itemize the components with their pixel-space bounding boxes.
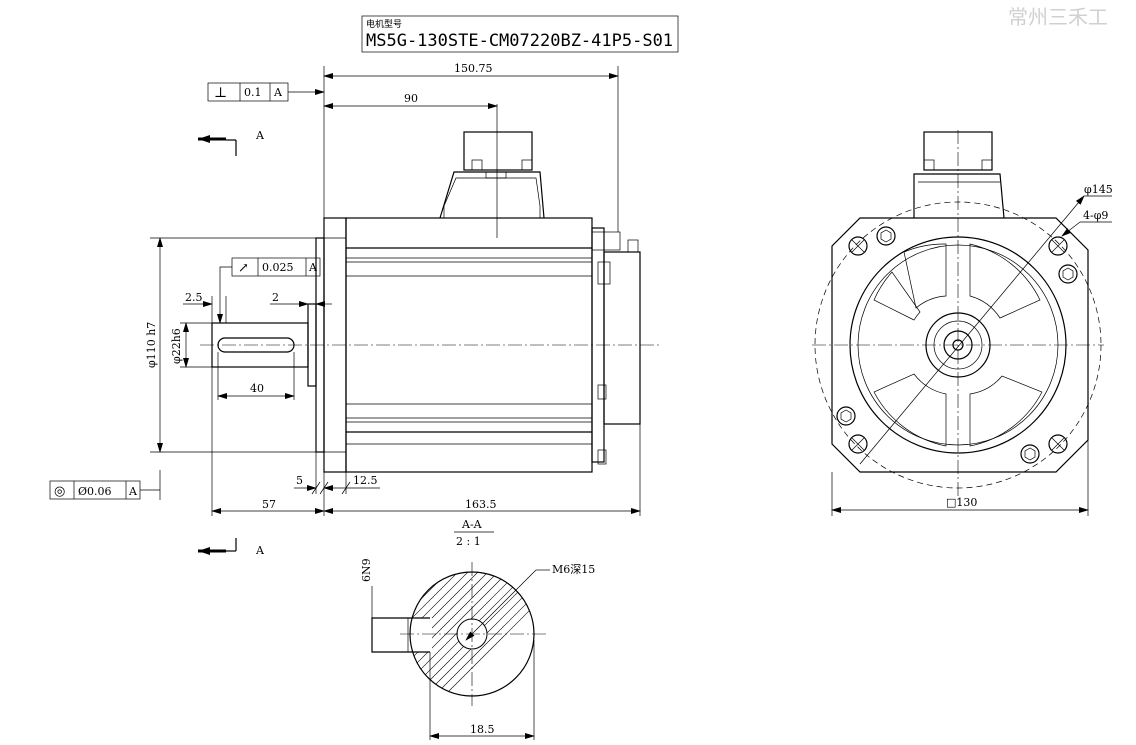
section-scale: 2 : 1 <box>456 535 481 548</box>
svg-text:0.1: 0.1 <box>244 86 262 99</box>
watermark: 常州三禾工 <box>1008 5 1108 29</box>
section-hatch <box>410 572 534 696</box>
dim-5-12-5: 5 12.5 <box>294 452 380 495</box>
dim-pilot-dia: φ110 h7 <box>145 237 316 453</box>
key-depth-dim: 18.5 <box>470 723 495 736</box>
connector <box>439 131 545 219</box>
svg-text:2: 2 <box>272 291 279 304</box>
title-block: 电机型号 MS5G-130STE-CM07220BZ-41P5-S01 <box>361 15 679 53</box>
bolt-circle <box>814 201 1102 489</box>
dim-2-5: 2.5 <box>183 291 227 323</box>
svg-text:5: 5 <box>296 474 303 487</box>
svg-text:150.75: 150.75 <box>454 62 493 75</box>
svg-text:163.5: 163.5 <box>465 498 497 511</box>
key <box>371 617 430 653</box>
encoder-cover <box>603 251 641 425</box>
svg-text:90: 90 <box>404 92 418 105</box>
dim-40: 40 <box>217 352 295 400</box>
key-width-dim: 6N9 <box>360 558 373 582</box>
gdt-concentricity: ◎ Ø0.06 A <box>49 470 161 500</box>
thread-callout: M6深15 <box>552 563 595 576</box>
section-title: A-A <box>461 518 483 531</box>
dim-2: 2 <box>270 291 332 307</box>
svg-text:40: 40 <box>250 382 264 395</box>
title-label: 电机型号 <box>366 18 402 30</box>
runout-icon: ↗ <box>238 261 249 276</box>
bolt-holes <box>848 236 1068 454</box>
section-label-bottom: A <box>255 544 265 557</box>
svg-text:A: A <box>273 86 283 99</box>
shaft-keyway <box>217 337 295 353</box>
gdt-perpendicularity: ⊥ 0.1 A <box>207 82 325 102</box>
svg-text:2.5: 2.5 <box>185 291 203 304</box>
model-number: MS5G-130STE-CM07220BZ-41P5-S01 <box>366 31 673 51</box>
dim-150-75: 150.75 <box>323 62 619 232</box>
side-view: A A ⊥ 0.1 A ↗ 0.025 A <box>49 62 660 557</box>
svg-text:A: A <box>128 485 138 498</box>
section-label-top: A <box>255 129 265 142</box>
holes-dim: 4-φ9 <box>1083 209 1108 222</box>
dim-57-163-5: 57 163.5 <box>211 367 641 516</box>
svg-text:Ø0.06: Ø0.06 <box>78 485 112 498</box>
svg-text:φ110 h7: φ110 h7 <box>145 322 158 368</box>
section-marker-bottom: A <box>198 538 265 557</box>
bolt-circle-dim: φ145 <box>1084 183 1113 196</box>
svg-text:φ22h6: φ22h6 <box>170 328 183 364</box>
dim-shaft-dia: φ22h6 <box>170 322 212 368</box>
svg-text:A: A <box>308 261 318 274</box>
front-view: φ145 4-φ9 □130 <box>812 130 1113 516</box>
dim-90: 90 <box>323 92 498 238</box>
gdt-runout: ↗ 0.025 A <box>217 257 321 324</box>
perpendicularity-icon: ⊥ <box>214 85 227 101</box>
concentricity-icon: ◎ <box>54 484 65 499</box>
square-dim: □130 <box>946 496 977 509</box>
screws <box>836 226 1078 464</box>
front-connector <box>913 131 1005 219</box>
svg-text:12.5: 12.5 <box>353 474 378 487</box>
svg-text:0.025: 0.025 <box>262 261 294 274</box>
section-view: A-A 2 : 1 <box>360 518 595 740</box>
svg-text:57: 57 <box>262 498 276 511</box>
section-marker-top: A <box>198 129 265 156</box>
